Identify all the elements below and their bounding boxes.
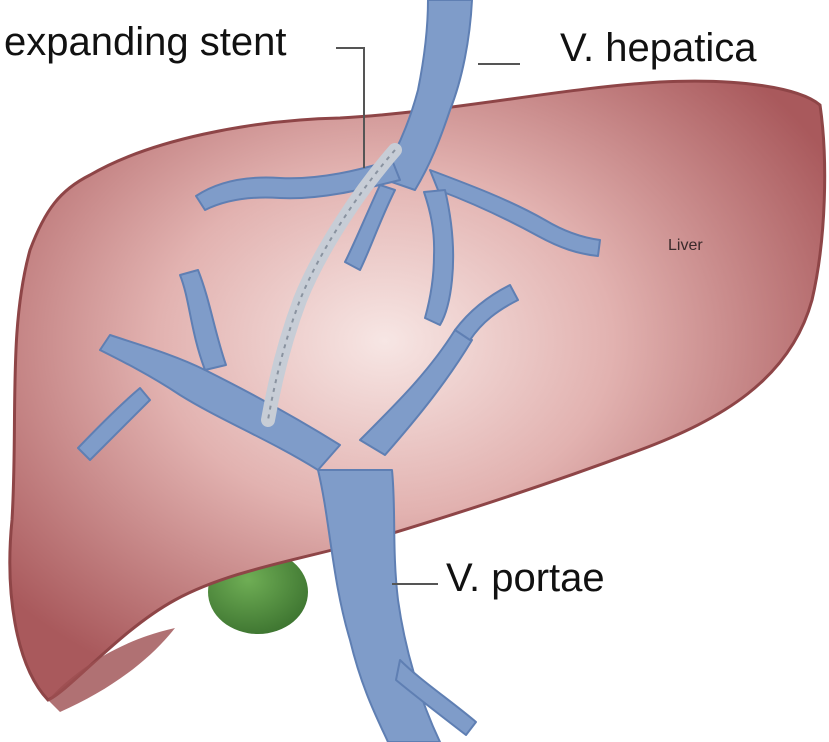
stent-leader-line (336, 47, 365, 168)
portal-vein (77, 269, 519, 742)
stent-mesh (267, 149, 396, 421)
liver-label: Liver (668, 237, 703, 254)
stent-label: expanding stent (4, 20, 287, 64)
liver-fold (48, 628, 175, 712)
hepatic-vein (195, 0, 601, 326)
portal-vein-label: V. portae (446, 556, 605, 600)
hepatic-vein-label: V. hepatica (560, 26, 757, 70)
